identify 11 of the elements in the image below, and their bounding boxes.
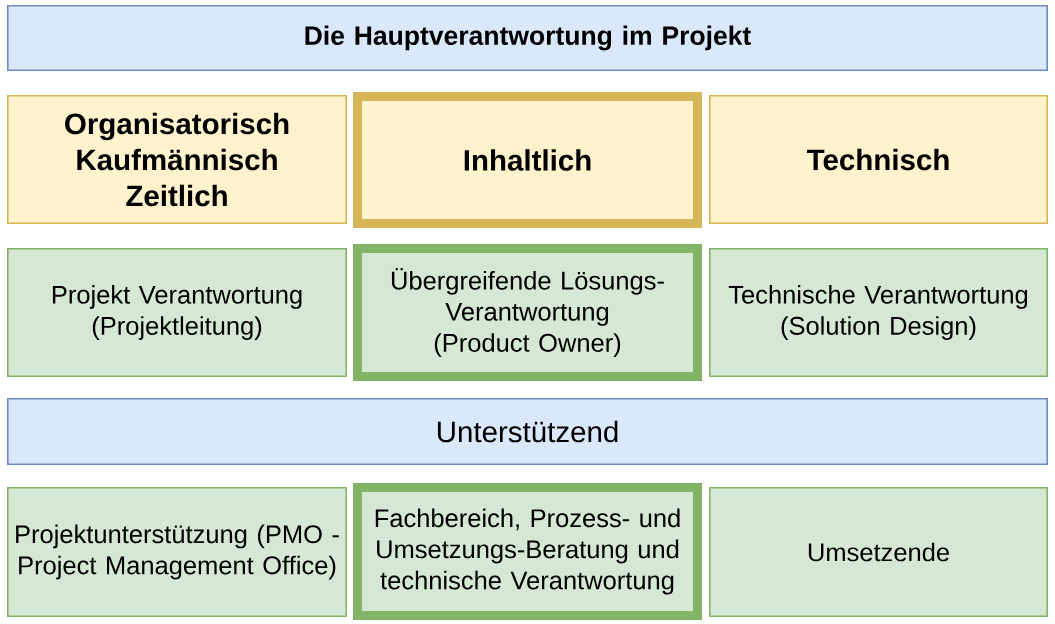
role-box: Fachbereich, Prozess- und Umsetzungs-Beratung und technische Verantwortung	[353, 483, 702, 620]
title-banner: Die Hauptverantwortung im Projekt	[7, 5, 1048, 71]
role-box: Projekt Verantwortung (Projektleitung)	[7, 248, 347, 377]
role-box: Übergreifende Lösungs- Verantwortung (Product Owner)	[353, 244, 702, 381]
role-box: Projektunterstützung (PMO - Project Management Office)	[7, 487, 347, 617]
header-box: Technisch	[709, 95, 1048, 224]
role-box: Technische Verantwortung (Solution Design)	[709, 248, 1048, 377]
section-banner: Unterstützend	[7, 398, 1048, 465]
role-box: Umsetzende	[709, 487, 1048, 617]
header-box: Organisatorisch Kaufmännisch Zeitlich	[7, 95, 347, 224]
header-box: Inhaltlich	[353, 92, 702, 228]
